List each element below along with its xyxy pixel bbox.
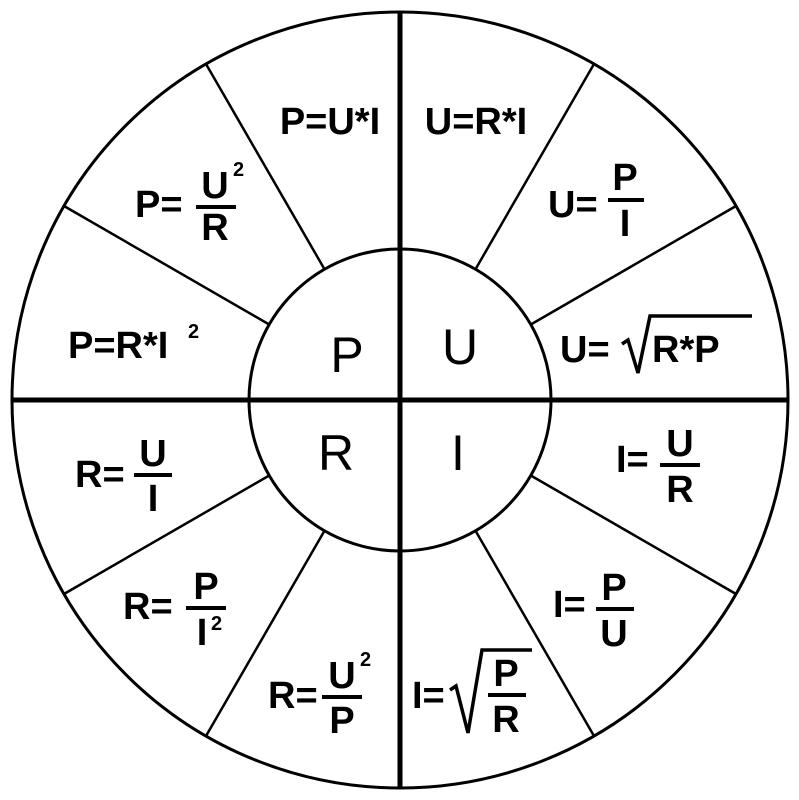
fraction-numerator: U [139,433,166,475]
formula-u-ri: U=R*I [425,101,527,143]
formula-lhs: R= [75,454,125,496]
exponent: 2 [233,159,244,181]
formula-r-p-over-i2: R= P I 2 [123,566,226,654]
fraction-numerator: P [601,567,626,609]
formula-lhs: P=R*I [68,325,168,367]
center-label-p: P [330,327,363,383]
inner-axes [249,249,551,551]
fraction-numerator: U [666,423,693,465]
formula-lhs: R= [268,675,318,717]
sqrt-sign [449,648,532,734]
sqrt-sign [621,314,752,374]
formula-lhs: P= [135,184,183,226]
center-label-u: U [442,319,478,375]
formula-i-sqrt-p-over-r: I= P R [412,648,532,741]
center-label-r: R [318,425,354,481]
formula-u-p-over-i: U= P I [548,157,644,245]
formula-lhs: I= [412,675,445,717]
formula-p-ri2: P=R*I 2 [68,321,199,367]
formula-p-ui: P=U*I [280,101,380,143]
formula-lhs: R= [123,586,173,628]
exponent: 2 [360,649,371,671]
fraction-denominator: I [620,203,631,245]
formula-r-u2-over-p: R= U 2 P [268,649,371,742]
center-label-i: I [451,425,465,481]
formula-lhs: U= [548,184,598,226]
fraction-numerator: U [328,655,355,697]
sector-dividers [63,63,737,737]
fraction-numerator: P [193,566,218,608]
formula-i-u-over-r: I= U R [616,423,700,511]
fraction-denominator: R [666,469,693,511]
fraction-denominator: R [492,699,519,741]
fraction-numerator: P [612,157,637,199]
exponent: 2 [211,613,222,635]
fraction-denominator: U [600,613,627,655]
exponent: 2 [188,321,199,343]
fraction-numerator: U [201,165,228,207]
formula-p-u2-over-r: P= U 2 R [135,159,244,249]
radicand: R*P [652,329,720,371]
formula-r-u-over-i: R= U I [75,433,172,520]
fraction-denominator: R [201,207,228,249]
fraction-denominator: I [197,612,208,654]
fraction-numerator: P [493,653,518,695]
formula-lhs: I= [553,584,586,626]
fraction-denominator: P [329,700,354,742]
formula-lhs: I= [616,439,649,481]
formula-u-sqrt-rp: U= R*P [560,314,752,374]
fraction-denominator: I [148,478,159,520]
formula-i-p-over-u: I= P U [553,567,634,655]
formula-lhs: U= [560,329,610,371]
